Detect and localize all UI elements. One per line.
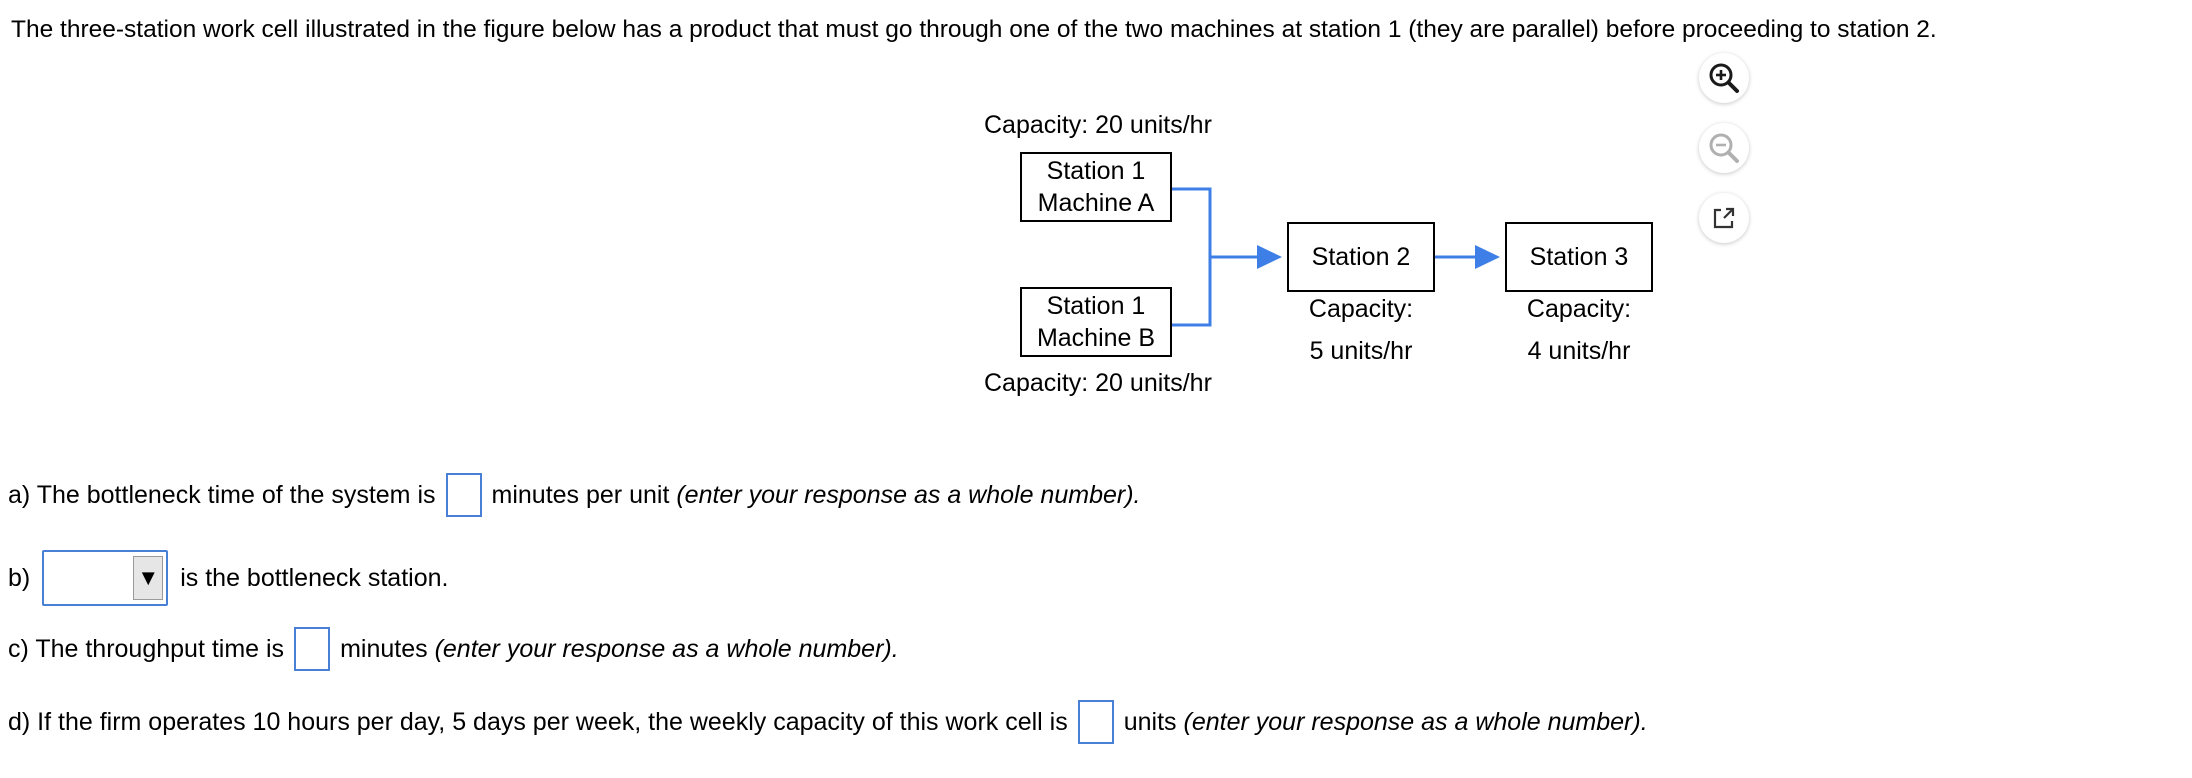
station-3-capacity-value: 4 units/hr: [1527, 337, 1631, 365]
station-3-capacity: Capacity: 4 units/hr: [1505, 288, 1653, 372]
arrowhead-to-station-2: [1257, 245, 1282, 269]
question-c-prefix: c) The throughput time is: [8, 635, 285, 663]
station-3-capacity-label: Capacity:: [1526, 295, 1632, 323]
zoom-in-icon: [1709, 63, 1739, 93]
question-a-hint: (enter your response as a whole number).: [676, 481, 1141, 509]
question-d-prefix: d) If the firm operates 10 hours per day…: [8, 708, 1068, 736]
station-3-box: Station 3: [1505, 222, 1653, 292]
station-3-label: Station 3: [1529, 243, 1629, 271]
station1-machine-b-box: Station 1 Machine B: [1020, 287, 1172, 357]
bottleneck-time-input[interactable]: [445, 473, 482, 517]
machine-b-station-label: Station 1: [1046, 292, 1146, 320]
dropdown-arrow-icon[interactable]: ▼: [133, 556, 164, 600]
question-c: c) The throughput time is minutes (enter…: [8, 627, 899, 671]
question-b-prefix: b): [8, 564, 31, 592]
station-2-label: Station 2: [1311, 243, 1411, 271]
flow-connectors: [1172, 187, 1500, 327]
station-2-box: Station 2: [1287, 222, 1435, 292]
bottleneck-station-select[interactable]: ▼: [42, 550, 169, 606]
question-d-hint: (enter your response as a whole number).: [1183, 708, 1648, 736]
arrowhead-to-station-3: [1475, 245, 1500, 269]
question-d: d) If the firm operates 10 hours per day…: [8, 700, 1648, 744]
station-2-capacity: Capacity: 5 units/hr: [1287, 288, 1435, 372]
station1-machine-a-box: Station 1 Machine A: [1020, 152, 1172, 222]
question-a: a) The bottleneck time of the system is …: [8, 473, 1140, 517]
question-b-suffix: is the bottleneck station.: [180, 564, 449, 592]
weekly-capacity-input[interactable]: [1077, 700, 1114, 744]
station-2-capacity-value: 5 units/hr: [1309, 337, 1413, 365]
throughput-time-input[interactable]: [294, 627, 331, 671]
question-c-hint: (enter your response as a whole number).: [434, 635, 899, 663]
station-2-capacity-label: Capacity:: [1308, 295, 1414, 323]
question-a-prefix: a) The bottleneck time of the system is: [8, 481, 436, 509]
machine-b-capacity: Capacity: 20 units/hr: [984, 369, 1212, 397]
external-link-icon: [1713, 207, 1735, 229]
question-c-suffix: minutes: [340, 635, 428, 663]
merge-connector: [1172, 187, 1212, 327]
zoom-out-icon: [1709, 133, 1739, 163]
zoom-out-button[interactable]: [1699, 123, 1749, 173]
machine-b-machine-label: Machine B: [1036, 324, 1156, 352]
problem-intro: The three-station work cell illustrated …: [11, 16, 1937, 43]
work-cell-diagram: Capacity: 20 units/hr Station 1 Machine …: [960, 100, 1680, 420]
machine-a-machine-label: Machine A: [1037, 189, 1155, 217]
open-external-button[interactable]: [1699, 193, 1749, 243]
question-a-suffix: minutes per unit: [491, 481, 670, 509]
machine-a-station-label: Station 1: [1046, 157, 1146, 185]
question-d-suffix: units: [1123, 708, 1177, 736]
machine-a-capacity: Capacity: 20 units/hr: [984, 111, 1212, 139]
question-b: b) ▼ is the bottleneck station.: [8, 550, 448, 606]
zoom-in-button[interactable]: [1699, 53, 1749, 103]
